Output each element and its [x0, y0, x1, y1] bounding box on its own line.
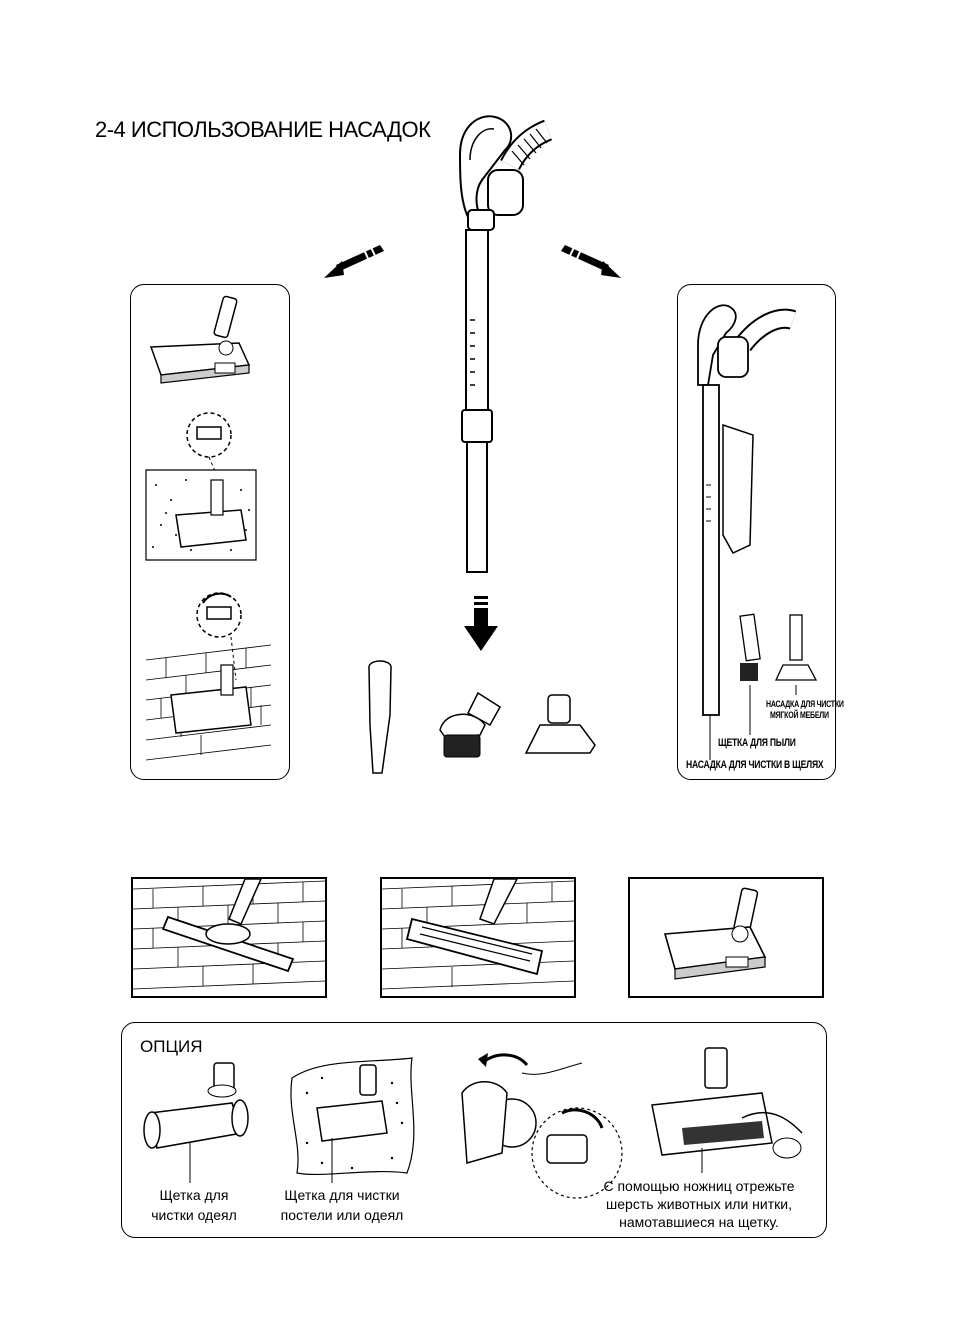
option-caption-scissors: С помощью ножниц отрежьте шерсть животны…	[584, 1177, 814, 1231]
option-panel: ОПЦИЯ	[121, 1022, 827, 1238]
crevice-tool-label: НАСАДКА ДЛЯ ЧИСТКИ В ЩЕЛЯХ	[686, 759, 823, 771]
dust-brush-icon	[440, 693, 500, 757]
page-title: 2-4 ИСПОЛЬЗОВАНИЕ НАСАДОК	[95, 117, 430, 143]
turbo-brush-icon	[144, 1063, 248, 1183]
floor-brush-usage-panel	[130, 284, 290, 780]
upholstery-label-line1: НАСАДКА ДЛЯ ЧИСТКИ	[766, 699, 844, 709]
floor-brush-image	[628, 877, 824, 998]
accessories-illustration	[360, 655, 610, 780]
floor-brush-icon	[151, 296, 249, 383]
arrow-down-right-icon	[555, 243, 625, 283]
option-caption-bed-brush: Щетка для чистки постели или одеял	[272, 1185, 412, 1225]
floor-brush-wall-image	[380, 877, 576, 998]
upholstery-tool-icon	[526, 695, 595, 753]
option-caption-blanket-brush: Щетка для чистки одеял	[134, 1185, 254, 1225]
crevice-tool-icon	[369, 661, 391, 773]
parquet-brush-wall-image	[131, 877, 327, 998]
upholstery-label-line2: МЯГКОЙ МЕБЕЛИ	[770, 710, 829, 720]
vacuum-handle-tube-illustration	[420, 105, 560, 585]
arrow-down-icon	[462, 596, 502, 654]
arrow-down-left-icon	[322, 243, 392, 283]
dust-brush-label: ЩЕТКА ДЛЯ ПЫЛИ	[718, 737, 796, 749]
accessory-storage-panel: НАСАДКА ДЛЯ ЧИСТКИ МЯГКОЙ МЕБЕЛИ ЩЕТКА Д…	[677, 284, 836, 780]
